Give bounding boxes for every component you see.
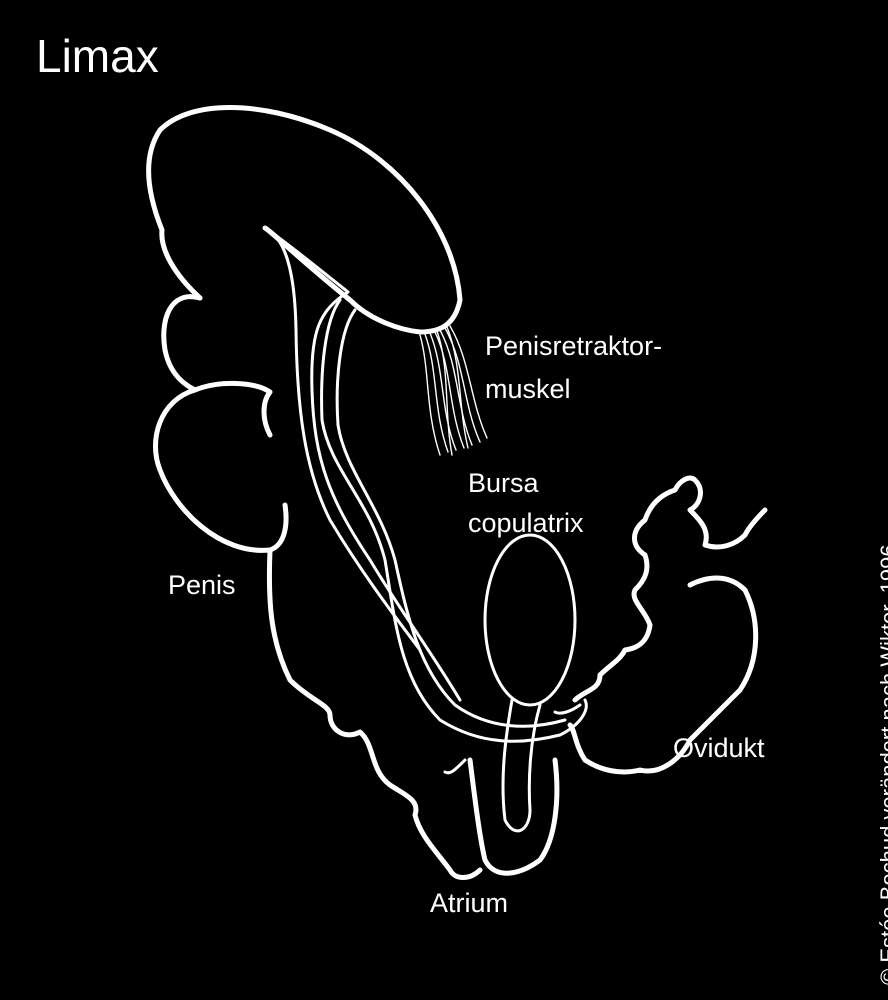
atrium-inner <box>443 758 467 775</box>
penis-outline <box>146 105 463 335</box>
vas-deferens <box>320 298 588 743</box>
oviduct <box>572 475 768 703</box>
penis-lower-wall <box>266 547 483 880</box>
bursa-copulatrix <box>483 533 577 707</box>
label-atrium: Atrium <box>430 888 509 918</box>
label-ovidukt: Ovidukt <box>673 733 765 763</box>
retractor-muscle <box>419 325 488 456</box>
bursa-duct <box>501 698 542 833</box>
oviduct-inner <box>553 703 582 715</box>
penis-inner-duct-outer <box>266 228 422 652</box>
label-penis: Penis <box>168 570 236 600</box>
penis-inner-duct <box>266 228 462 702</box>
penis-lobe-fold <box>192 380 273 438</box>
copyright-credit: © Estée Bochud verändert nach Wiktor, 19… <box>876 544 888 985</box>
label-retractor-line1: Penisretraktor- <box>485 331 663 361</box>
label-bursa-line1: Bursa <box>468 468 539 498</box>
label-retractor-line2: muskel <box>485 374 571 404</box>
oviduct-lower <box>567 575 759 775</box>
atrium-outline <box>467 757 560 876</box>
diagram-title: Limax <box>36 30 159 82</box>
label-bursa-line2: copulatrix <box>468 508 584 538</box>
vas-deferens-inner <box>335 308 567 728</box>
